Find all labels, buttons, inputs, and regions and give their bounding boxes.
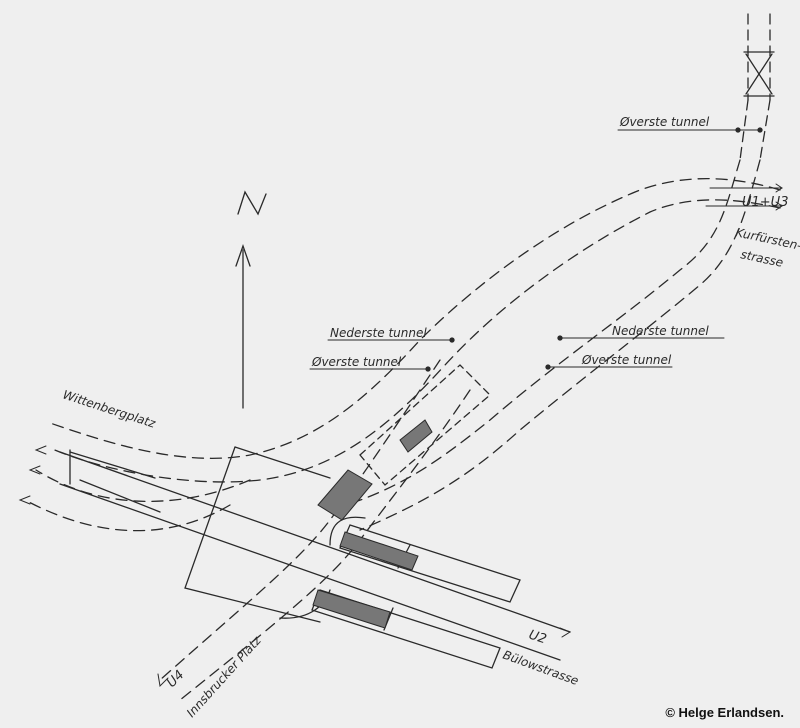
label-overste-top: Øverste tunnel	[619, 115, 710, 129]
label-innsbrucker: Innsbrucker Platz	[184, 633, 264, 720]
tunnel-curves	[24, 159, 781, 701]
top-terminal	[739, 13, 775, 161]
leader-lines	[18, 129, 783, 688]
label-wittenbergplatz: Wittenbergplatz	[61, 388, 158, 431]
station-tracks	[59, 449, 571, 661]
stairs	[312, 419, 433, 629]
label-kurfursten-2: strasse	[739, 247, 784, 270]
label-overste-right: Øverste tunnel	[581, 353, 672, 367]
label-nederste-right: Nederste tunnel	[612, 324, 709, 338]
label-u2: U2	[527, 628, 549, 648]
credit-text: © Helge Erlandsen.	[665, 705, 784, 720]
tunnel-stub	[359, 364, 491, 486]
north-label: N	[235, 187, 236, 189]
label-nederste-left: Nederste tunnel	[330, 326, 427, 340]
junction-dots	[425, 127, 763, 372]
label-u4: U4	[164, 668, 187, 691]
north-arrow	[235, 190, 267, 409]
label-u1-u3: U1+U3	[742, 195, 788, 210]
label-overste-left: Øverste tunnel	[311, 355, 402, 369]
